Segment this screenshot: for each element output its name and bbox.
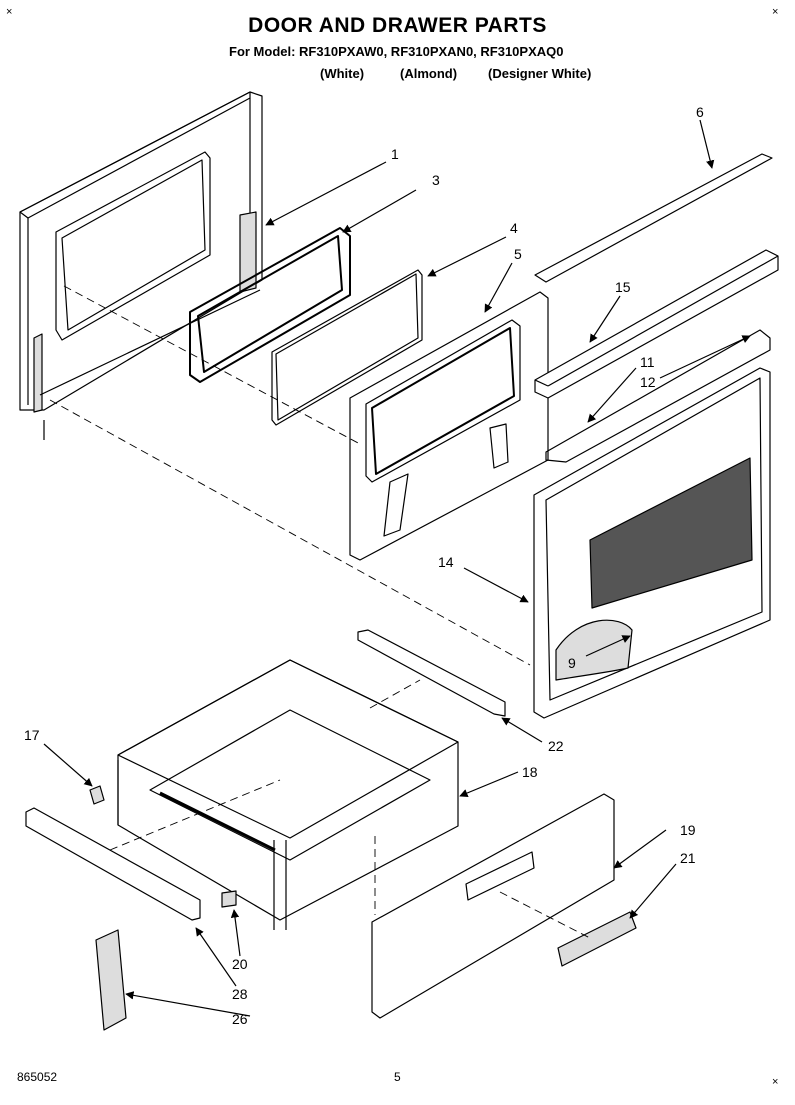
callout-15: 15 [615,279,631,295]
callout-14: 14 [438,554,454,570]
color-designer-white: (Designer White) [488,66,592,81]
callout-20: 20 [232,956,248,972]
registration-mark-icon: × [772,1076,779,1088]
drawer-stop [89,785,105,805]
door-gasket [189,227,351,383]
drawer-roller [221,890,237,908]
registration-mark-icon: × [6,6,13,18]
inner-door-panel [349,291,549,561]
callout-28: 28 [232,986,248,1002]
callout-9: 9 [568,655,576,671]
callout-leaders [43,119,751,1017]
vent-trim [534,249,779,399]
callout-26: 26 [232,1011,248,1027]
drawer-handle [557,911,637,967]
color-almond: (Almond) [400,66,458,81]
door-liner [533,367,771,719]
callout-1: 1 [391,146,399,162]
registration-mark-icon: × [772,6,779,18]
door-top-trim [534,153,773,283]
callout-5: 5 [514,246,522,262]
drawer-slide [25,807,201,921]
callout-6: 6 [696,104,704,120]
callout-3: 3 [432,172,440,188]
callout-4: 4 [510,220,518,236]
callout-17: 17 [24,727,40,743]
model-numbers: For Model: RF310PXAW0, RF310PXAN0, RF310… [229,44,564,59]
drawer-front [371,793,615,1019]
page-title: DOOR AND DRAWER PARTS [248,14,547,37]
document-number: 865052 [17,1070,58,1084]
callout-21: 21 [680,850,696,866]
outer-door-panel [19,91,263,440]
callout-18: 18 [522,764,538,780]
page-number: 5 [394,1070,401,1084]
drawer-body [117,659,459,930]
color-white: (White) [320,66,365,81]
callout-11: 11 [640,354,655,370]
alignment-lines [49,285,591,939]
callout-19: 19 [680,822,696,838]
side-trim [95,929,127,1031]
hinge-bracket [545,329,771,463]
drawer-rail [357,629,506,717]
door-glass [271,269,423,426]
callout-22: 22 [548,738,564,754]
callout-12: 12 [640,374,656,390]
